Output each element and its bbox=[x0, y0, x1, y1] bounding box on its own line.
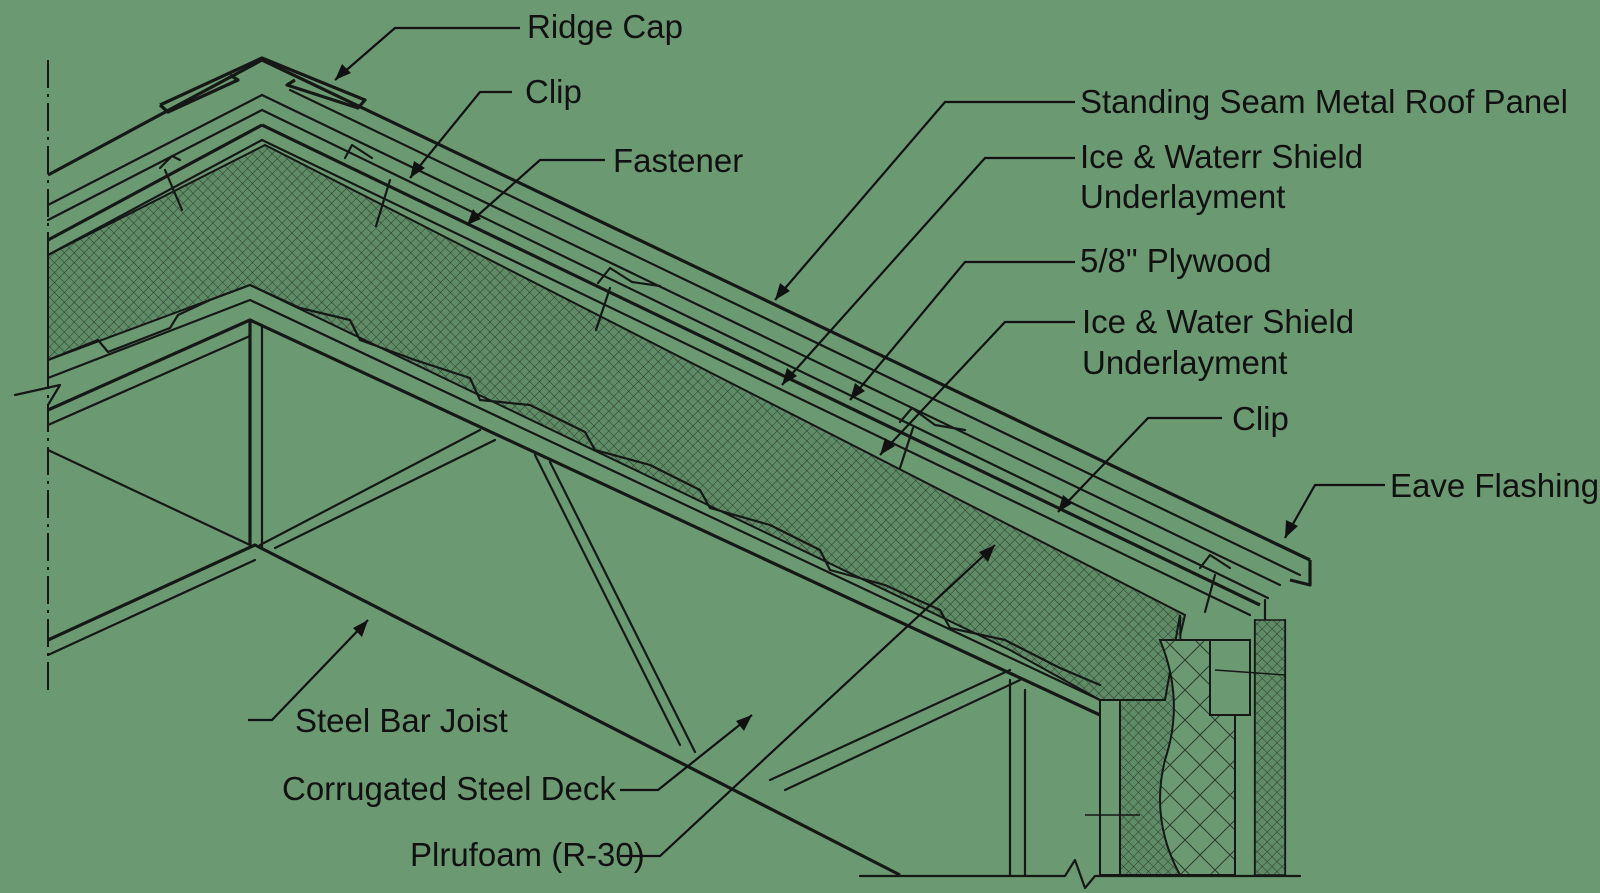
label-ice-water-1-line1: Ice & Waterr Shield bbox=[1080, 138, 1363, 175]
label-corrugated-deck: Corrugated Steel Deck bbox=[282, 770, 616, 807]
label-clip-top: Clip bbox=[525, 73, 582, 110]
roof-layers-left bbox=[46, 58, 264, 257]
label-eave-flashing: Eave Flashing bbox=[1390, 467, 1599, 504]
label-steel-bar-joist: Steel Bar Joist bbox=[295, 702, 508, 739]
label-ice-water-2-line2: Underlayment bbox=[1082, 344, 1287, 381]
wall-section bbox=[858, 614, 1302, 890]
label-insulation: Plrufoam (R-30) bbox=[410, 836, 645, 873]
left-cut-end bbox=[13, 383, 62, 407]
eave-flashing-shape bbox=[1289, 560, 1312, 587]
leader-lines bbox=[248, 26, 1385, 858]
label-plywood: 5/8" Plywood bbox=[1080, 242, 1272, 279]
steel-bar-joist bbox=[46, 318, 1101, 877]
label-ice-water-1-line2: Underlayment bbox=[1080, 178, 1285, 215]
label-ice-water-2-line1: Ice & Water Shield bbox=[1082, 303, 1354, 340]
label-fastener: Fastener bbox=[613, 142, 743, 179]
label-ridge-cap: Ridge Cap bbox=[527, 8, 683, 45]
label-clip-bottom: Clip bbox=[1232, 400, 1289, 437]
ridge-cap-shape bbox=[159, 56, 367, 110]
corrugated-deck-profile bbox=[46, 283, 1102, 687]
deck-underside bbox=[46, 298, 1102, 702]
ridge-cap-left-flange bbox=[158, 73, 240, 114]
label-standing-seam: Standing Seam Metal Roof Panel bbox=[1080, 83, 1568, 120]
roof-layers-right bbox=[260, 58, 1311, 617]
clips-fasteners bbox=[158, 143, 1232, 614]
